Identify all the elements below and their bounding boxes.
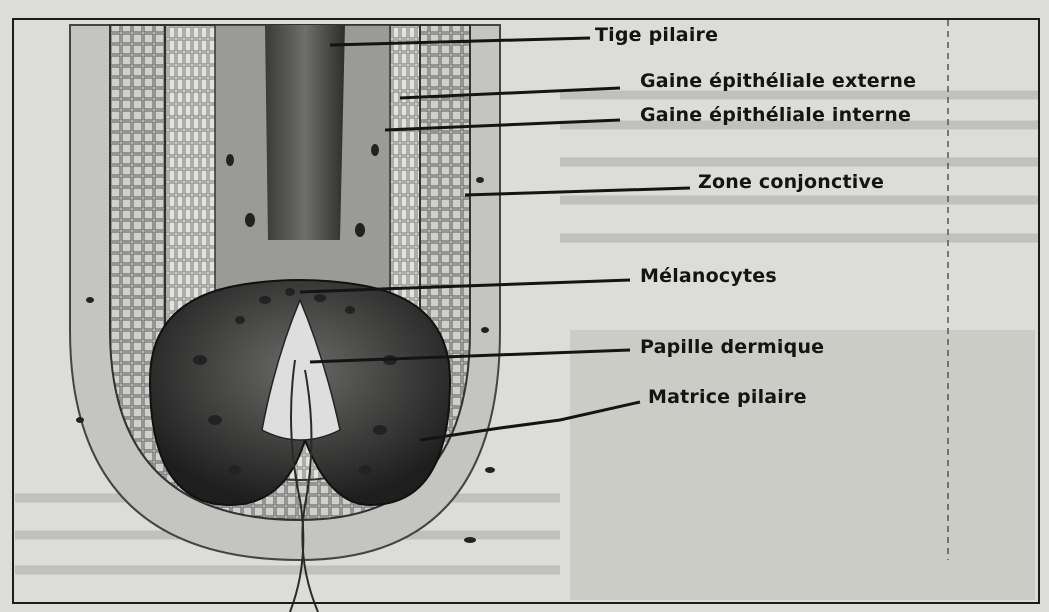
label-zone-conjonctive: Zone conjonctive <box>698 171 884 193</box>
label-gaine-interne: Gaine épithéliale interne <box>640 104 911 126</box>
label-gaine-externe: Gaine épithéliale externe <box>640 70 916 92</box>
label-papille-dermique: Papille dermique <box>640 336 824 358</box>
label-tige-pilaire: Tige pilaire <box>595 24 718 46</box>
label-matrice-pilaire: Matrice pilaire <box>648 386 807 408</box>
label-melanocytes: Mélanocytes <box>640 265 777 287</box>
